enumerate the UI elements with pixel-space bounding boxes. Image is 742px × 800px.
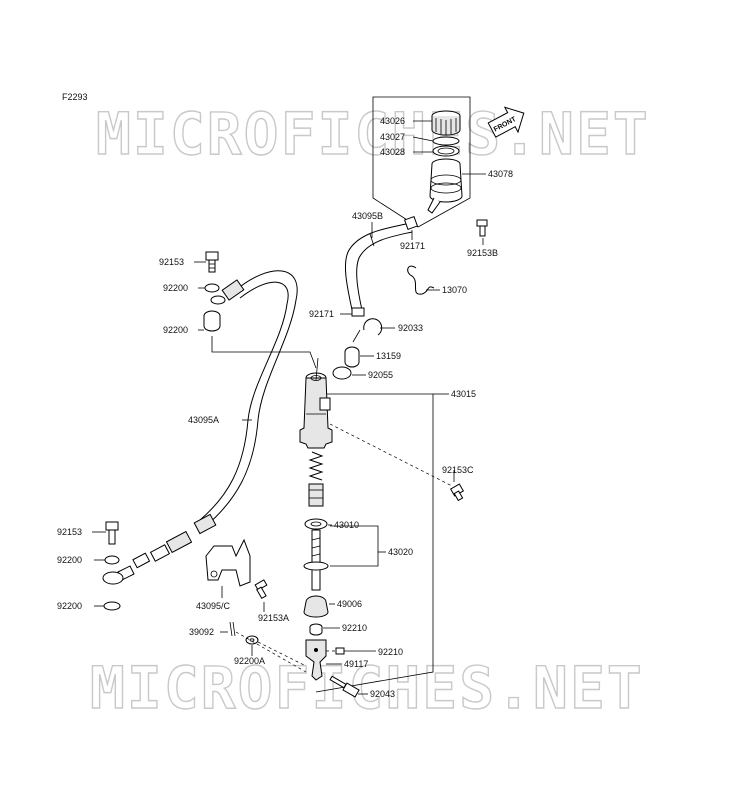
label-13159: 13159 bbox=[376, 351, 401, 361]
label-92153c: 92153C bbox=[442, 465, 474, 475]
cotter-pin bbox=[229, 621, 236, 637]
master-cylinder-body bbox=[299, 372, 333, 449]
o-ring bbox=[332, 366, 352, 380]
label-92153b: 92153B bbox=[467, 248, 498, 258]
label-92055: 92055 bbox=[368, 370, 393, 380]
watermark-top: MICROFICHES.NET bbox=[96, 100, 650, 168]
washer-92200-c bbox=[104, 555, 120, 565]
label-49117: 49117 bbox=[344, 659, 368, 669]
circlip bbox=[363, 318, 383, 336]
washer-92200-d bbox=[103, 601, 121, 611]
label-92200a: 92200A bbox=[234, 656, 265, 666]
bolt-92153a bbox=[254, 579, 268, 600]
return-spring bbox=[308, 451, 324, 481]
diaphragm-plate bbox=[432, 136, 460, 146]
label-92210-upper: 92210 bbox=[342, 623, 367, 633]
label-43095a: 43095A bbox=[188, 415, 219, 425]
bolt-92153b bbox=[476, 219, 488, 237]
label-92200-upper: 92200 bbox=[163, 283, 188, 293]
brake-hose bbox=[199, 270, 298, 527]
label-92171-upper: 92171 bbox=[400, 241, 425, 251]
master-cylinder-group-box bbox=[315, 393, 434, 693]
label-13070: 13070 bbox=[442, 285, 467, 295]
label-43095b: 43095B bbox=[352, 211, 383, 221]
reservoir-hose bbox=[345, 223, 413, 311]
push-rod-stopper bbox=[304, 518, 328, 530]
hose-connector bbox=[344, 329, 361, 368]
label-92033: 92033 bbox=[398, 323, 423, 333]
hose-clamp-upper bbox=[403, 215, 419, 231]
piston bbox=[308, 483, 324, 507]
nut-92210-side bbox=[335, 647, 345, 655]
washer-92200-lower bbox=[203, 310, 221, 332]
front-arrow-icon: FRONT bbox=[487, 106, 525, 138]
label-49006: 49006 bbox=[337, 599, 362, 609]
label-92200-fourth: 92200 bbox=[57, 601, 82, 611]
figure-code: F2293 bbox=[62, 92, 88, 102]
label-43078: 43078 bbox=[488, 169, 513, 179]
banjo-bolt-lower bbox=[105, 521, 119, 545]
hose-guide-clamp bbox=[205, 538, 251, 587]
lower-hose-fitting bbox=[117, 513, 217, 581]
reservoir-group-box bbox=[372, 96, 471, 228]
lower-banjo-eye bbox=[102, 571, 124, 585]
washer-92200a bbox=[245, 635, 259, 645]
label-92153a: 92153A bbox=[258, 613, 289, 623]
label-43015: 43015 bbox=[451, 389, 476, 399]
label-92153-lower: 92153 bbox=[57, 527, 82, 537]
label-43010: 43010 bbox=[334, 520, 359, 530]
label-92200-third: 92200 bbox=[57, 555, 82, 565]
dust-boot bbox=[303, 595, 329, 618]
banjo-bolt-upper bbox=[205, 251, 219, 273]
hose-clamp-lower bbox=[351, 307, 365, 317]
label-92043: 92043 bbox=[370, 689, 395, 699]
label-43095c: 43095/C bbox=[196, 601, 231, 611]
label-92210-side: 92210 bbox=[378, 647, 403, 657]
clevis bbox=[305, 639, 327, 681]
diaphragm bbox=[432, 145, 460, 157]
clevis-pin bbox=[329, 675, 360, 698]
label-43020: 43020 bbox=[388, 547, 413, 557]
upper-banjo-fitting bbox=[210, 279, 245, 305]
reservoir-cap bbox=[431, 110, 461, 136]
clip-13070 bbox=[407, 265, 435, 295]
push-rod bbox=[303, 529, 329, 591]
nut-92210-upper bbox=[309, 623, 323, 636]
label-43028: 43028 bbox=[380, 147, 405, 157]
label-92171-lower: 92171 bbox=[309, 309, 334, 319]
washer-92200-upper bbox=[204, 283, 220, 293]
label-92200-second: 92200 bbox=[163, 325, 188, 335]
watermark-bottom: MICROFICHES.NET bbox=[90, 654, 644, 722]
bolt-92153c bbox=[449, 483, 465, 502]
label-43027: 43027 bbox=[380, 132, 405, 142]
label-92153-upper: 92153 bbox=[159, 257, 184, 267]
reservoir-body bbox=[427, 158, 463, 214]
label-39092: 39092 bbox=[189, 627, 214, 637]
label-43026: 43026 bbox=[380, 116, 405, 126]
